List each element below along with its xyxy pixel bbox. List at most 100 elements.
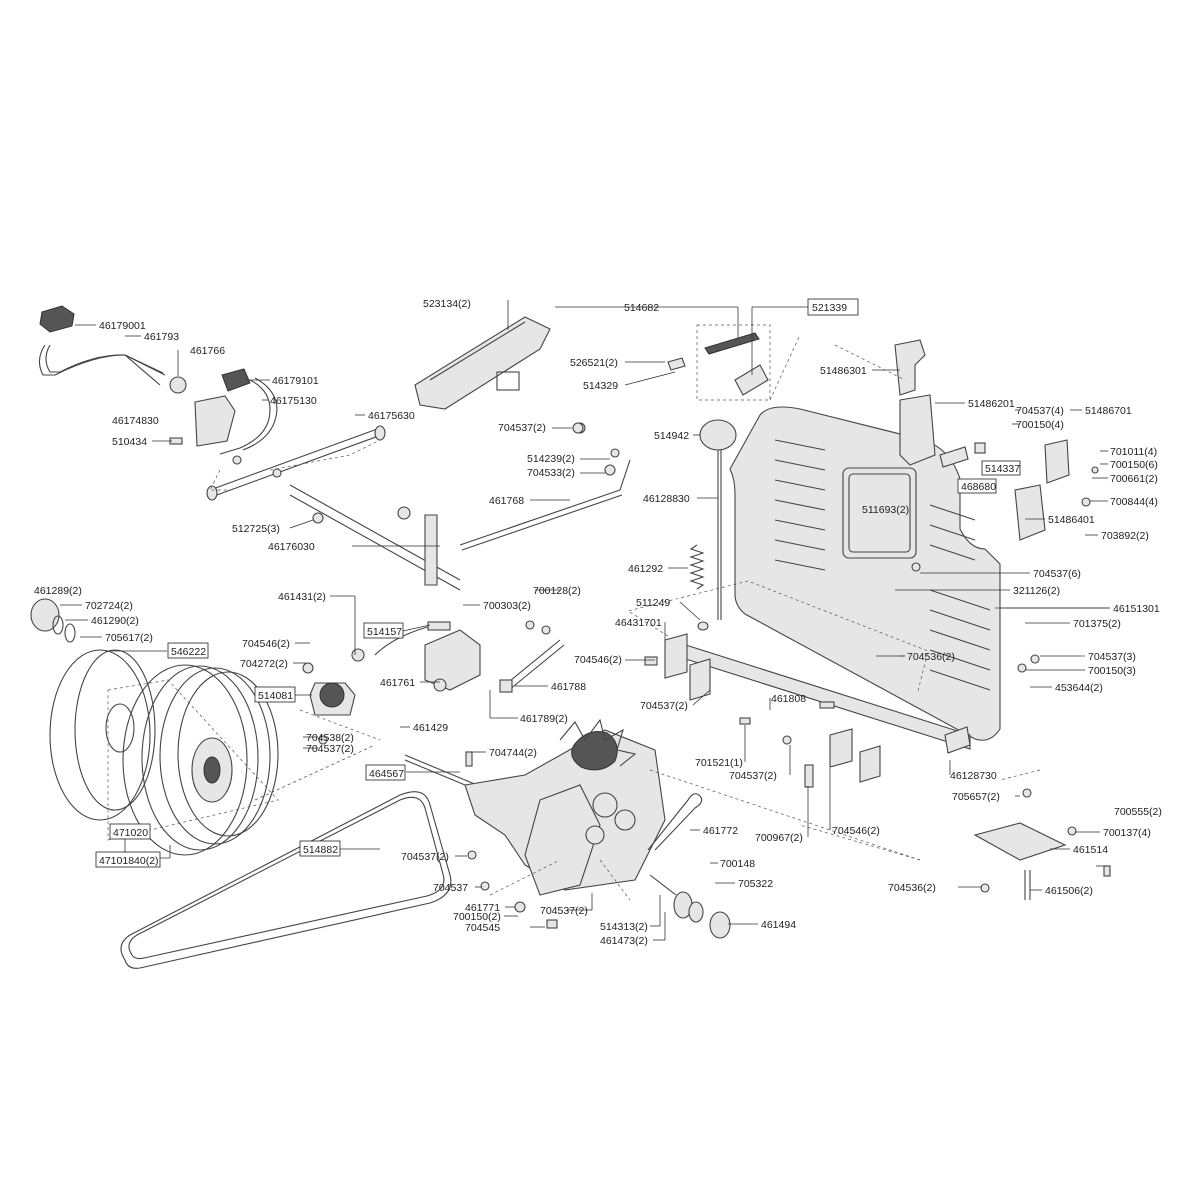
callout-label: 700661(2) bbox=[1110, 473, 1158, 485]
callout-label: 461473(2) bbox=[600, 935, 648, 947]
callout-label: 700150(2) bbox=[453, 911, 501, 923]
chain-guard-part bbox=[667, 324, 771, 401]
callout-label: 701011(4) bbox=[1110, 446, 1157, 458]
callout-label: 453644(2) bbox=[1055, 682, 1103, 694]
callout-label: 461788 bbox=[551, 681, 586, 693]
callout-label: 461429 bbox=[413, 722, 448, 734]
callout-label: 704546(2) bbox=[242, 638, 290, 650]
callout-label: 704272(2) bbox=[240, 658, 288, 670]
callout-label: 704537(2) bbox=[729, 770, 777, 782]
callout-label: 51486701 bbox=[1085, 405, 1132, 417]
callout-label: 704533(2) bbox=[527, 467, 575, 479]
brake-linkage-part bbox=[424, 629, 565, 693]
callout-label: 514081 bbox=[258, 690, 293, 702]
callout-label: 461292 bbox=[628, 563, 663, 575]
callout-label: 704537(2) bbox=[540, 905, 588, 917]
callout-label: 700303(2) bbox=[483, 600, 531, 612]
callout-label: 46431701 bbox=[615, 617, 662, 629]
callout-label: 700555(2) bbox=[1114, 806, 1162, 818]
rear-panel-part bbox=[729, 406, 1001, 741]
callout-box bbox=[363, 622, 404, 639]
footplate-part bbox=[973, 822, 1067, 900]
callout-label: 704536(2) bbox=[888, 882, 936, 894]
callout-label: 704537(2) bbox=[498, 422, 546, 434]
vent-slots bbox=[774, 439, 991, 691]
callout-label: 704744(2) bbox=[489, 747, 537, 759]
callout-label: 704538(2) bbox=[306, 732, 354, 744]
callout-label: 461808 bbox=[771, 693, 806, 705]
callout-label: 526521(2) bbox=[570, 357, 618, 369]
callout-label: 514329 bbox=[583, 380, 618, 392]
pedal-part bbox=[194, 368, 278, 455]
callout-label: 704537(6) bbox=[1033, 568, 1081, 580]
callout-label: 514337 bbox=[985, 463, 1020, 475]
callout-label: 700128(2) bbox=[533, 585, 581, 597]
shift-knob-part bbox=[699, 419, 737, 620]
callout-label: 702724(2) bbox=[85, 600, 133, 612]
callout-label: 46151301 bbox=[1113, 603, 1160, 615]
callout-box bbox=[981, 460, 1021, 476]
callout-label: 514682 bbox=[624, 302, 659, 314]
callout-label: 704545 bbox=[465, 922, 500, 934]
callout-label: 704537 bbox=[433, 882, 468, 894]
callout-label: 546222 bbox=[171, 646, 206, 658]
callout-label: 46128830 bbox=[643, 493, 690, 505]
callout-label: 704536(2) bbox=[907, 651, 955, 663]
callout-label: 514882 bbox=[303, 844, 338, 856]
callout-labels: 46179001 461793 461766 46179101 46175130… bbox=[34, 298, 1162, 947]
callout-label: 51486201 bbox=[968, 398, 1015, 410]
callout-label: 700844(4) bbox=[1110, 496, 1158, 508]
callout-label: 514313(2) bbox=[600, 921, 648, 933]
callout-label: 461494 bbox=[761, 919, 796, 931]
callout-label: 46175630 bbox=[368, 410, 415, 422]
callout-label: 514942 bbox=[654, 430, 689, 442]
callout-label: 511249 bbox=[636, 597, 670, 609]
callout-label: 46179101 bbox=[272, 375, 319, 387]
callout-label: 523134(2) bbox=[423, 298, 471, 310]
callout-label: 46179001 bbox=[99, 320, 146, 332]
callout-box bbox=[254, 686, 296, 703]
callout-label: 700137(4) bbox=[1103, 827, 1151, 839]
drive-belt-part bbox=[120, 791, 452, 969]
callout-box bbox=[365, 764, 406, 781]
side-brackets-part bbox=[894, 339, 1070, 541]
callout-label: 461431(2) bbox=[278, 591, 326, 603]
callout-label: 704537(2) bbox=[401, 851, 449, 863]
axle-frame-part bbox=[664, 633, 971, 783]
callout-label: 701375(2) bbox=[1073, 618, 1121, 630]
callout-label: 704546(2) bbox=[832, 825, 880, 837]
callout-label: 705617(2) bbox=[105, 632, 153, 644]
callout-label: 700148 bbox=[720, 858, 755, 870]
callout-label: 705322 bbox=[738, 878, 773, 890]
callout-label: 521339 bbox=[812, 302, 847, 314]
callout-label: 461289(2) bbox=[34, 585, 82, 597]
callout-label: 461766 bbox=[190, 345, 225, 357]
callout-label: 705657(2) bbox=[952, 791, 1000, 803]
callout-label: 510434 bbox=[112, 436, 147, 448]
callout-label: 461771 bbox=[465, 902, 500, 914]
leader-lines bbox=[60, 306, 1110, 941]
assembly-guides bbox=[209, 334, 1041, 901]
callout-box bbox=[957, 478, 997, 494]
callout-label: 471020 bbox=[113, 827, 148, 839]
callout-label: 46175130 bbox=[270, 395, 317, 407]
fastener-hardware bbox=[169, 422, 1111, 929]
callout-label: 704537(2) bbox=[640, 700, 688, 712]
parts-artwork bbox=[30, 300, 1111, 969]
callout-label: 461772 bbox=[703, 825, 738, 837]
callout-label: 703892(2) bbox=[1101, 530, 1149, 542]
callout-label: 700150(4) bbox=[1016, 419, 1064, 431]
callout-label: 46174830 bbox=[112, 415, 159, 427]
callout-label: 321126(2) bbox=[1013, 585, 1060, 597]
callout-label: 704537(3) bbox=[1088, 651, 1136, 663]
callout-label: 461290(2) bbox=[91, 615, 139, 627]
callout-label: 461506(2) bbox=[1045, 885, 1093, 897]
callout-box bbox=[299, 840, 341, 857]
callout-label: 704537(4) bbox=[1016, 405, 1064, 417]
seat-bracket-part bbox=[414, 300, 551, 410]
callout-label: 461768 bbox=[489, 495, 524, 507]
callout-label: 700150(6) bbox=[1110, 459, 1158, 471]
callout-label: 46128730 bbox=[950, 770, 997, 782]
callout-label: 512725(3) bbox=[232, 523, 280, 535]
callout-label: 700150(3) bbox=[1088, 665, 1136, 677]
